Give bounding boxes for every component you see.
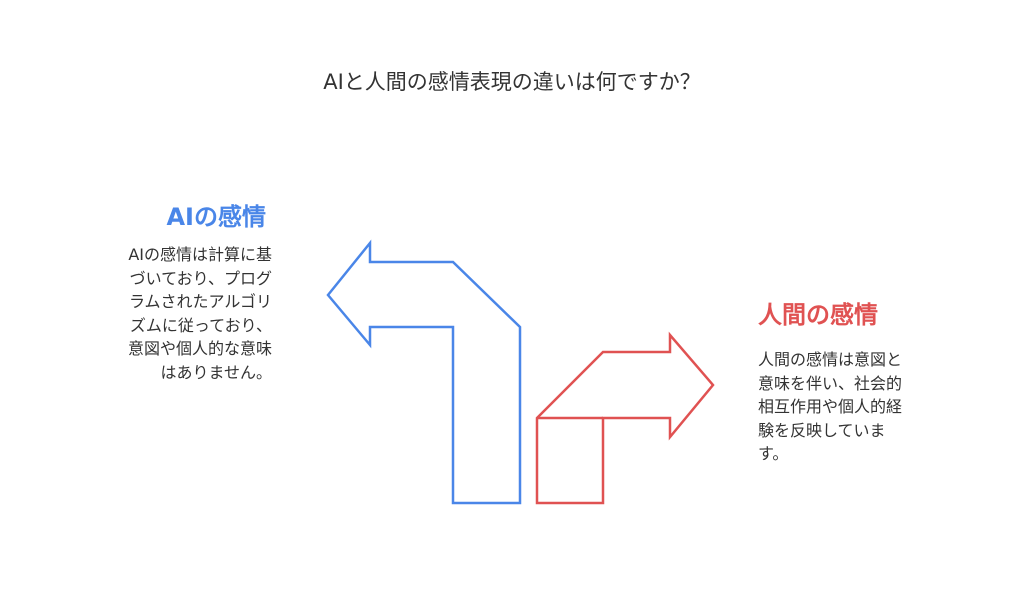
text-line: 相互作用や個人的経 <box>758 397 903 416</box>
ai-emotion-description: AIの感情は計算に基 づいており、プログ ラムされたアルゴリ ズムに従っており、… <box>128 243 272 384</box>
text-line: ズムに従っており、 <box>129 315 272 335</box>
text-line: 意図や個人的な意味 <box>127 339 272 358</box>
human-emotion-heading: 人間の感情 <box>758 301 878 329</box>
text-line: 人間の感情は意図と <box>758 350 903 369</box>
text-line: AIの感情は計算に基 <box>128 245 272 264</box>
text-line: づいており、プログ <box>129 268 272 288</box>
text-line: はありません。 <box>160 362 272 382</box>
human-emotion-description: 人間の感情は意図と 意味を伴い、社会的 相互作用や個人的経 験を反映していま す… <box>758 348 902 466</box>
ai-emotion-heading: AIの感情 <box>166 203 266 231</box>
human-arrow-right <box>535 331 715 505</box>
ai-arrow-left <box>326 239 522 505</box>
text-line: 験を反映していま <box>758 420 886 440</box>
text-line: ラムされたアルゴリ <box>128 292 272 311</box>
text-line: す。 <box>758 444 789 463</box>
page-title: AIと人間の感情表現の違いは何ですか？ <box>323 70 701 94</box>
text-line: 意味を伴い、社会的 <box>758 373 903 393</box>
